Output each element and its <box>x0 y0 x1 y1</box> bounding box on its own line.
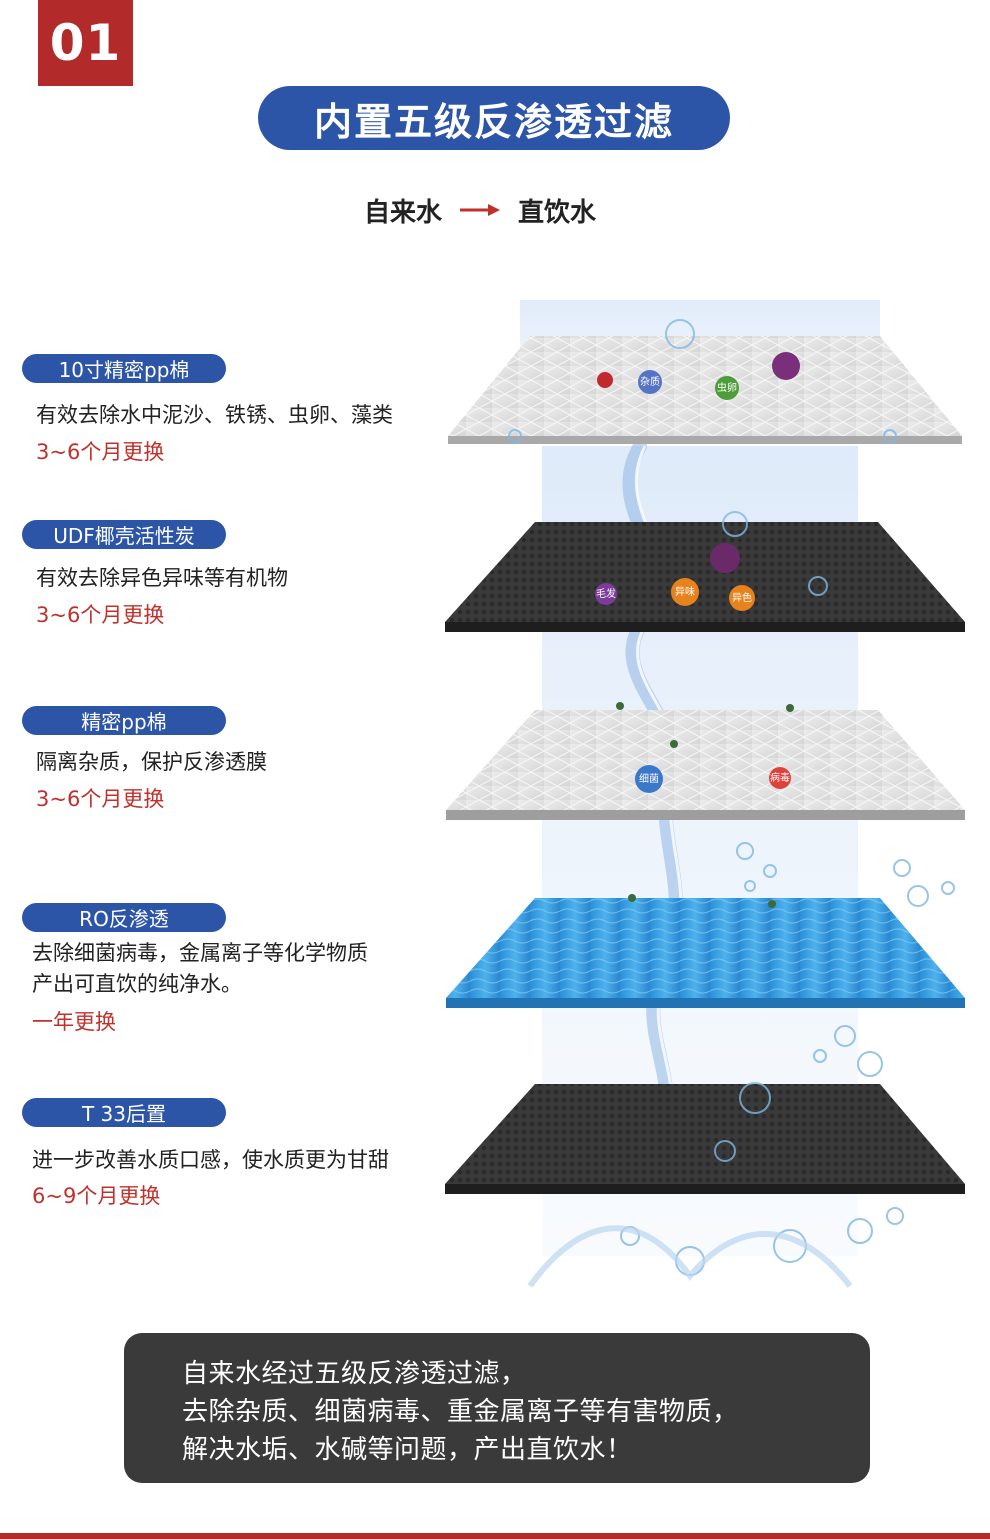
summary-line-2: 去除杂质、细菌病毒、重金属离子等有害物质， <box>182 1397 739 1427</box>
layer-3-desc: 隔离杂质，保护反渗透膜 <box>36 750 267 774</box>
particle-color: 异色 <box>729 585 755 611</box>
summary-line-1: 自来水经过五级反渗透过滤， <box>182 1359 527 1389</box>
svg-text:虫卵: 虫卵 <box>717 382 737 394</box>
layer-2-replace: 3~6个月更换 <box>36 603 165 627</box>
summary-line-3: 解决水垢、水碱等问题，产出直饮水！ <box>182 1435 633 1465</box>
layer-1-desc: 有效去除水中泥沙、铁锈、虫卵、藻类 <box>36 403 393 427</box>
layer-5-label: T 33后置 <box>22 1098 226 1127</box>
section-title: 内置五级反渗透过滤 <box>258 86 730 150</box>
layer-2-desc: 有效去除异色异味等有机物 <box>36 566 288 590</box>
layer-4-label: RO反渗透 <box>22 903 226 932</box>
layer-4-desc-line2: 产出可直饮的纯净水。 <box>32 972 242 996</box>
svg-text:异味: 异味 <box>675 586 695 598</box>
bottom-divider <box>0 1533 990 1539</box>
particle-egg: 虫卵 <box>715 376 739 400</box>
layer-1-replace: 3~6个月更换 <box>36 440 165 464</box>
flow-to: 直饮水 <box>518 197 597 228</box>
flow-from: 自来水 <box>363 197 442 228</box>
layer-2-label: UDF椰壳活性炭 <box>22 520 226 549</box>
particle-impurity: 杂质 <box>638 370 662 394</box>
layer-4-desc-line1: 去除细菌病毒，金属离子等化学物质 <box>32 941 368 965</box>
layer-5-replace: 6~9个月更换 <box>32 1184 161 1208</box>
filter-stack-illustration: 杂质 虫卵 毛发 异味 异色 细菌 病毒 <box>445 300 965 1288</box>
particle-odor: 异味 <box>671 578 699 606</box>
svg-text:异色: 异色 <box>732 591 752 604</box>
layer-5-desc: 进一步改善水质口感，使水质更为甘甜 <box>32 1148 389 1172</box>
section-number-badge: 01 <box>38 0 133 86</box>
svg-text:杂质: 杂质 <box>640 376 660 388</box>
layer-1-label: 10寸精密pp棉 <box>22 354 226 383</box>
summary-box: 自来水经过五级反渗透过滤， 去除杂质、细菌病毒、重金属离子等有害物质， 解决水垢… <box>124 1333 870 1483</box>
layer-4-replace: 一年更换 <box>32 1010 116 1034</box>
arrow-right-icon <box>460 204 500 216</box>
particle-virus: 病毒 <box>769 767 791 789</box>
particle-hair: 毛发 <box>595 583 617 605</box>
svg-text:细菌: 细菌 <box>639 772 659 785</box>
layer-3-label: 精密pp棉 <box>22 706 226 735</box>
svg-text:毛发: 毛发 <box>596 587 616 600</box>
particle-bacteria: 细菌 <box>635 765 663 793</box>
svg-text:病毒: 病毒 <box>770 771 790 784</box>
flow-indicator: 自来水 直饮水 <box>0 190 960 230</box>
layer-3-replace: 3~6个月更换 <box>36 787 165 811</box>
